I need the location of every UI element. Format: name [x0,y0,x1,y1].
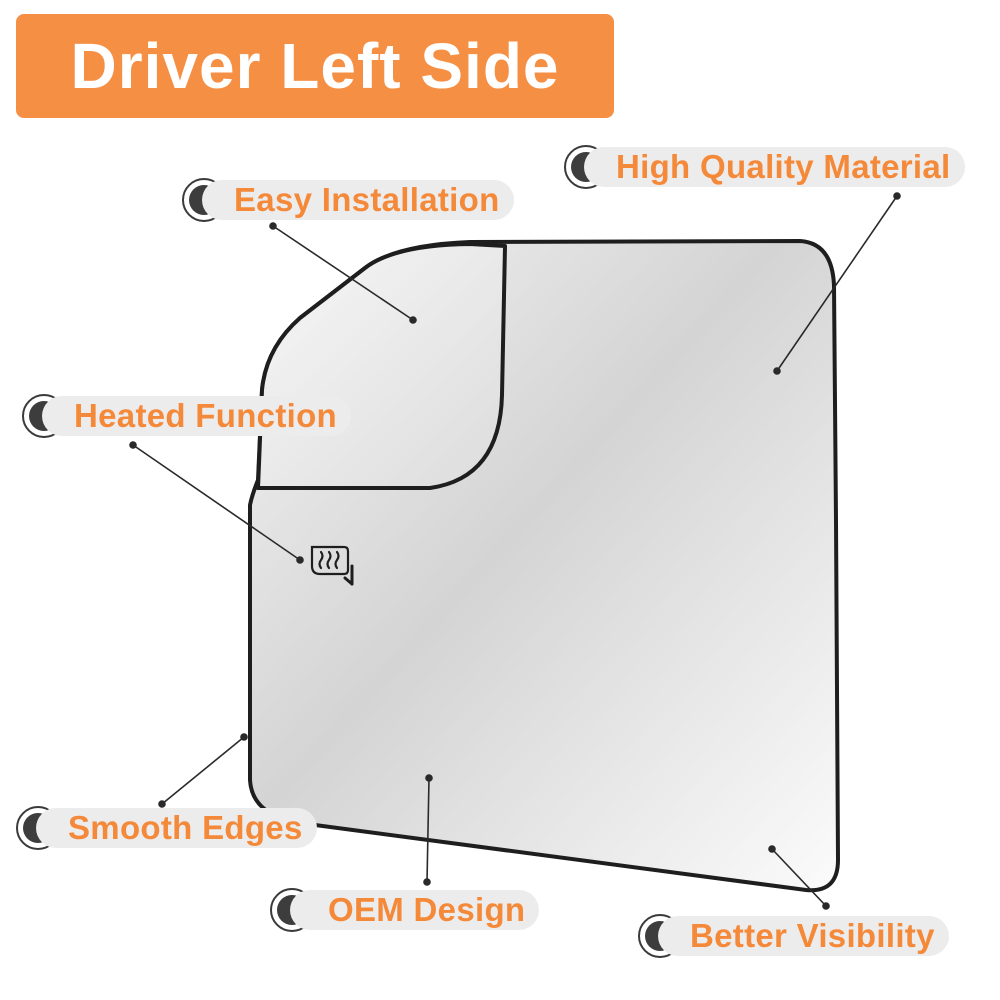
feature-pill: OEM Design [290,890,540,930]
heated-mirror-icon [310,545,354,586]
title-banner: Driver Left Side [16,14,614,118]
feature-label: Easy Installation [234,181,500,218]
feature-pill: Better Visibility [658,916,949,956]
leader-lines [129,192,901,910]
feature-pill: High Quality Material [584,147,965,187]
feature-pill: Smooth Edges [36,808,317,848]
feature-label: Smooth Edges [68,809,303,846]
feature-label: Better Visibility [690,917,935,954]
feature-pill: Heated Function [42,396,352,436]
blind-spot-insert [256,242,507,490]
feature-label: OEM Design [328,891,526,928]
feature-pill: Easy Installation [202,180,514,220]
page-title: Driver Left Side [70,30,560,102]
feature-label: High Quality Material [616,148,951,185]
feature-label: Heated Function [74,397,338,434]
